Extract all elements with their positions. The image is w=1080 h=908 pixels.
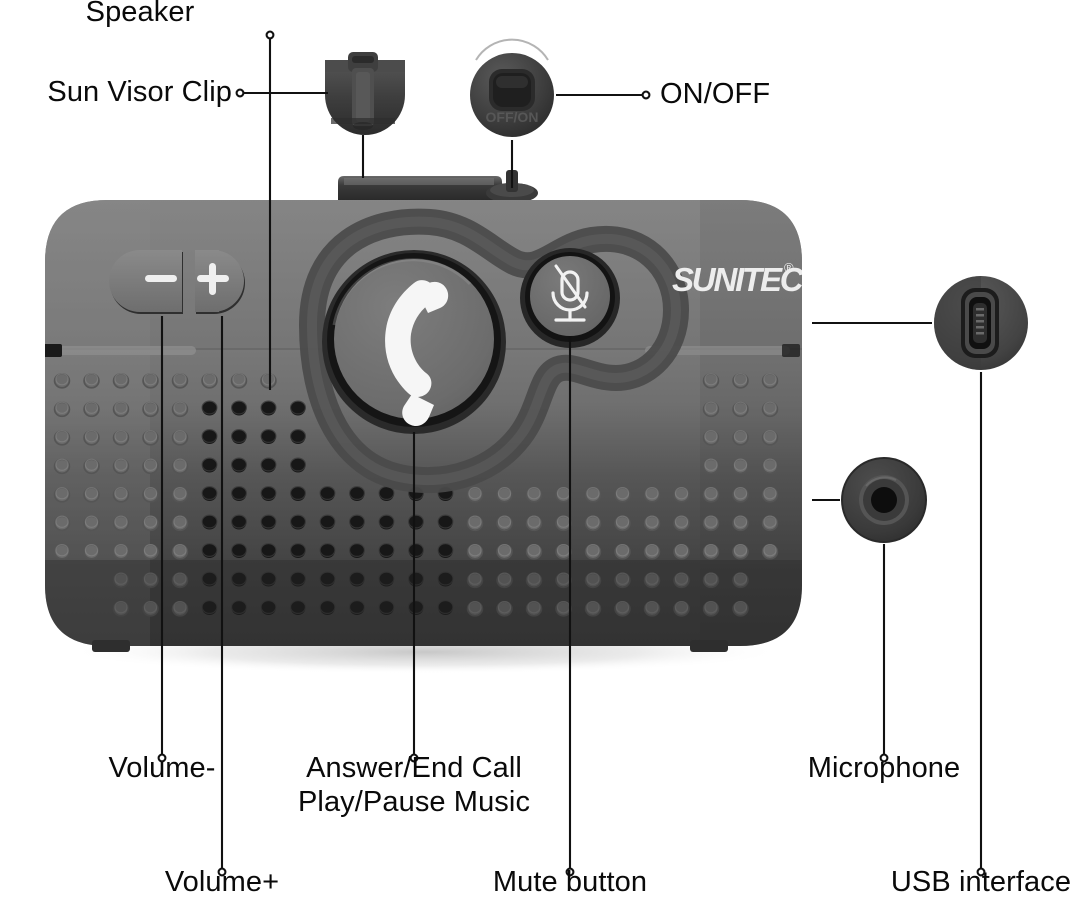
- dot-volume-down: [157, 753, 167, 763]
- dot-answer-end: [409, 753, 419, 763]
- mute-button-assembly[interactable]: [520, 248, 620, 348]
- call-button-assembly[interactable]: [322, 250, 506, 434]
- dot-speaker: [265, 30, 275, 40]
- callout-volume-down-label: Volume-: [108, 752, 216, 784]
- hinge-bar: [338, 170, 538, 203]
- dot-volume-up: [217, 867, 227, 877]
- callout-usb-interface-label: USB interface: [890, 866, 1072, 898]
- dot-sun-visor: [235, 88, 245, 98]
- callout-microphone-label: Microphone: [807, 752, 961, 784]
- switch-emboss-text: OFF/ON: [486, 109, 539, 125]
- callout-mute-button-label: Mute button: [492, 866, 648, 898]
- dot-mute: [565, 867, 575, 877]
- volume-up-button[interactable]: [195, 250, 245, 314]
- device-foot-left: [92, 640, 130, 652]
- device-foot-right: [690, 640, 728, 652]
- on-off-switch-part: OFF/ON: [470, 38, 554, 137]
- brand-name: SUNITEC: [672, 261, 805, 298]
- callout-volume-up-label: Volume+: [164, 866, 280, 898]
- microphone-muted-icon: [551, 264, 589, 322]
- dot-usb: [976, 867, 986, 877]
- volume-down-button[interactable]: [109, 250, 183, 314]
- dot-on-off: [641, 90, 651, 100]
- brand-logo: SUNITEC ®: [672, 260, 805, 298]
- callout-speaker-label: Speaker: [85, 0, 195, 28]
- callout-sun-visor-clip-label: Sun Visor Clip: [47, 76, 232, 108]
- callout-on-off-label: ON/OFF: [660, 78, 771, 110]
- brand-trademark: ®: [784, 260, 794, 275]
- dot-microphone: [879, 753, 889, 763]
- control-groove-outer: [299, 208, 689, 494]
- usb-detail-view: [934, 276, 1028, 370]
- phone-handset-icon: [385, 280, 449, 427]
- callout-answer-end-call-label: Answer/End Call: [306, 752, 522, 784]
- sun-visor-clip-part: [325, 52, 405, 135]
- callout-play-pause-label: Play/Pause Music: [297, 786, 531, 818]
- microphone-detail-view: [841, 457, 927, 543]
